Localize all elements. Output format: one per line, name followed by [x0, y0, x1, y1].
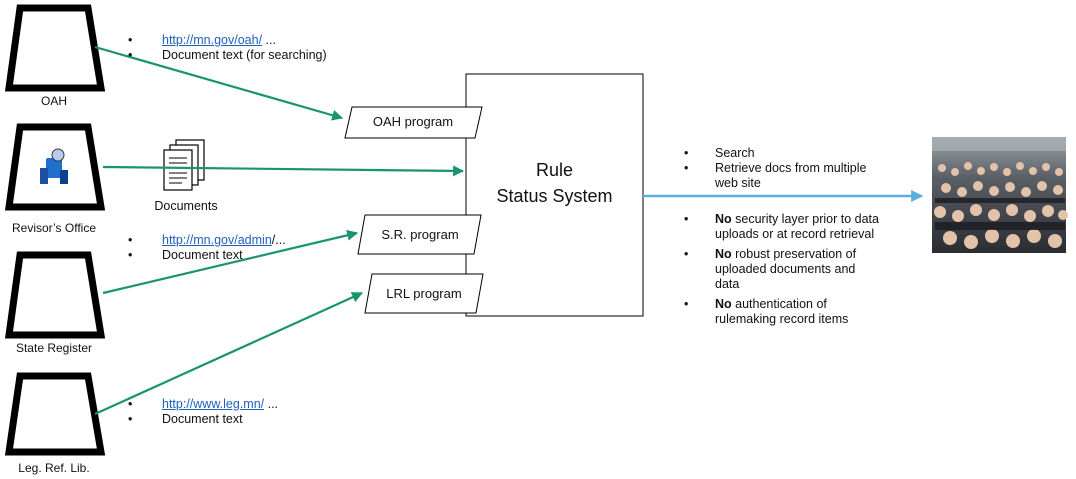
system-title-line2: Status System — [496, 186, 613, 206]
gaps-list: No security layer prior to data uploads … — [681, 212, 881, 332]
state-register-arrow — [102, 229, 359, 295]
lrl-notes: •http://www.leg.mn/ ... •Document text — [128, 397, 279, 426]
lrl-program-shape — [364, 273, 484, 314]
oah-arrow — [94, 45, 344, 121]
gap-item: No robust preservation of uploaded docum… — [681, 247, 881, 292]
source-label-leg-ref-lib: Leg. Ref. Lib. — [18, 461, 90, 475]
sr-link-suffix: /... — [271, 233, 286, 247]
source-label-oah: OAH — [40, 94, 67, 108]
gap-text: authentication of rulemaking record item… — [715, 297, 849, 326]
gap-item: No security layer prior to data uploads … — [681, 212, 881, 242]
state-register-source-icon — [4, 251, 106, 339]
person-at-desk-icon — [40, 148, 68, 184]
crowd-photo — [932, 137, 1068, 253]
rule-status-system-box — [465, 73, 644, 317]
oah-link[interactable]: http://mn.gov/oah/ — [162, 33, 263, 47]
sr-program-label: S.R. program — [381, 227, 459, 242]
sr-notes: •http://mn.gov/admin/... •Document text — [128, 233, 286, 262]
lrl-arrow — [94, 291, 364, 416]
gap-bold: No — [715, 212, 732, 226]
revisors-office-source-icon — [4, 123, 106, 211]
documents-stack-icon — [163, 139, 205, 191]
oah-note-text: Document text (for searching) — [162, 48, 327, 62]
leg-ref-lib-source-icon — [4, 372, 106, 456]
features-list: Search Retrieve docs from multiple web s… — [681, 146, 881, 196]
system-title-line1: Rule — [535, 160, 574, 180]
sr-program-shape — [357, 214, 482, 255]
revisor-arrow — [102, 165, 465, 177]
lrl-note-text: Document text — [162, 412, 243, 426]
oah-source-icon — [4, 4, 106, 92]
documents-label: Documents — [154, 199, 218, 213]
feature-item: Retrieve docs from multiple web site — [681, 161, 881, 191]
gap-bold: No — [715, 297, 732, 311]
gap-item: No authentication of rulemaking record i… — [681, 297, 881, 327]
oah-link-suffix: ... — [262, 33, 276, 47]
oah-program-label: OAH program — [372, 114, 454, 129]
oah-notes: •http://mn.gov/oah/ ... •Document text (… — [128, 33, 327, 62]
lrl-link-suffix: ... — [264, 397, 279, 411]
lrl-program-label: LRL program — [386, 286, 462, 301]
sr-note-text: Document text — [162, 248, 243, 262]
source-label-revisor: Revisor’s Office — [11, 221, 97, 235]
lrl-link[interactable]: http://www.leg.mn/ — [162, 397, 265, 411]
system-title: Rule Status System — [466, 157, 643, 209]
gap-bold: No — [715, 247, 732, 261]
sr-link[interactable]: http://mn.gov/admin — [162, 233, 272, 247]
oah-program-shape — [344, 106, 483, 139]
source-label-state-register: State Register — [15, 341, 93, 355]
feature-item: Search — [681, 146, 881, 161]
gap-text: robust preservation of uploaded document… — [715, 247, 857, 291]
gap-text: security layer prior to data uploads or … — [715, 212, 879, 241]
